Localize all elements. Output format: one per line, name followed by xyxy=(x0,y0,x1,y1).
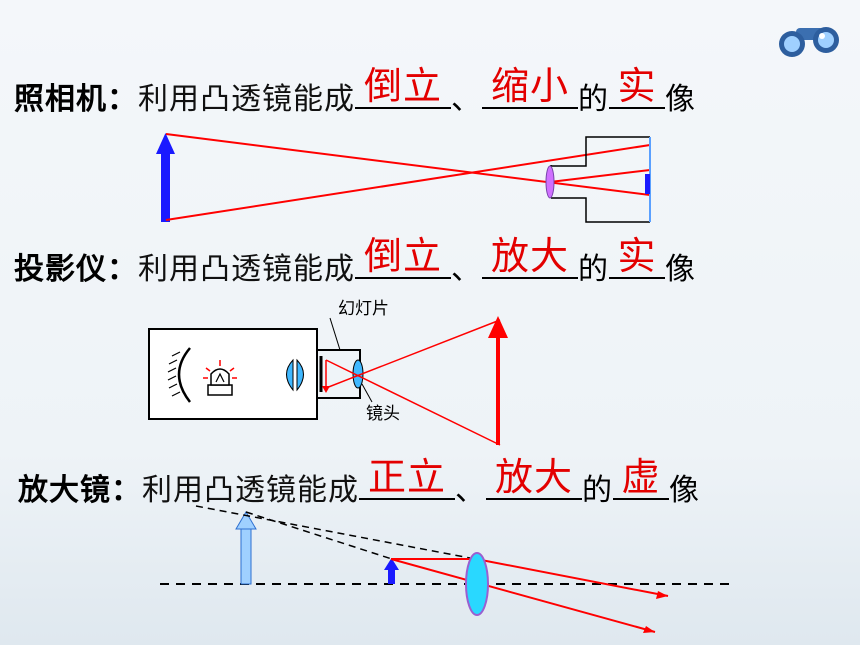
magnifier-text: 利用凸透镜能成 xyxy=(142,473,359,508)
projector-blank-3: 实 xyxy=(609,237,665,279)
projector-blank-2: 放大 xyxy=(482,237,578,279)
camera-body-top xyxy=(550,136,650,167)
projector-answer-3: 实 xyxy=(617,234,657,278)
projector-ray-2 xyxy=(325,319,501,389)
magnifier-line: 放大镜：利用凸透镜能成正立、放大的虚像 xyxy=(18,458,700,509)
projector-answer-2: 放大 xyxy=(490,234,569,278)
camera-ray-3 xyxy=(549,169,651,183)
magnifier-lead: 放大镜： xyxy=(18,473,142,508)
camera-object-arrow xyxy=(161,152,170,222)
lamp-icon xyxy=(203,360,237,396)
projector-blank-1: 倒立 xyxy=(355,237,451,279)
projector-line: 投影仪：利用凸透镜能成倒立、放大的实像 xyxy=(14,237,696,288)
camera-ray-2 xyxy=(165,144,651,221)
camera-blank-1: 倒立 xyxy=(355,67,451,109)
magnifier-suffix: 像 xyxy=(669,473,700,508)
camera-blank-3: 实 xyxy=(609,67,665,109)
magnifier-blank-3: 虚 xyxy=(613,458,669,500)
reflector-mirror xyxy=(177,347,191,403)
projector-text: 利用凸透镜能成 xyxy=(138,252,355,287)
camera-text: 利用凸透镜能成 xyxy=(138,82,355,117)
magnifier-blank-1: 正立 xyxy=(359,458,455,500)
lens-label: 镜头 xyxy=(366,404,400,424)
slide-label: 幻灯片 xyxy=(338,299,389,319)
camera-body-bottom xyxy=(551,197,650,223)
camera-lead: 照相机： xyxy=(14,82,138,117)
magnifier-object xyxy=(388,568,395,584)
projector-sep-1: 、 xyxy=(451,252,482,287)
projector-answer-1: 倒立 xyxy=(363,234,442,278)
magnifier-answer-3: 虚 xyxy=(621,455,661,499)
camera-answer-1: 倒立 xyxy=(363,64,442,108)
camera-answer-2: 缩小 xyxy=(490,64,569,108)
camera-ray-1 xyxy=(165,133,651,196)
projector-sep-2: 的 xyxy=(578,252,609,287)
magnifier-sep-1: 、 xyxy=(455,473,486,508)
camera-answer-3: 实 xyxy=(617,64,657,108)
magnifier-sep-2: 的 xyxy=(582,473,613,508)
binoculars-icon xyxy=(778,18,842,66)
virtual-ray-1 xyxy=(195,505,471,559)
projector-suffix: 像 xyxy=(665,252,696,287)
camera-image xyxy=(645,174,650,194)
virtual-ray-2 xyxy=(245,511,396,561)
camera-blank-2: 缩小 xyxy=(482,67,578,109)
virtual-image xyxy=(240,526,252,585)
magnifier-lens xyxy=(465,552,489,616)
projector-ray-1 xyxy=(325,359,501,446)
camera-suffix: 像 xyxy=(665,82,696,117)
camera-lens xyxy=(545,165,555,199)
magnifier-blank-2: 放大 xyxy=(486,458,582,500)
camera-line: 照相机：利用凸透镜能成倒立、缩小的实像 xyxy=(14,67,696,118)
camera-object-arrowhead xyxy=(156,133,175,154)
condenser-lens-2 xyxy=(296,358,304,392)
magnifier-answer-1: 正立 xyxy=(367,455,446,499)
camera-sep-1: 、 xyxy=(451,82,482,117)
camera-sep-2: 的 xyxy=(578,82,609,117)
refracted-ray-1 xyxy=(475,558,669,597)
projector-lead: 投影仪： xyxy=(14,252,138,287)
refracted-ray-2 xyxy=(390,558,656,633)
magnifier-answer-2: 放大 xyxy=(494,455,573,499)
condenser-lens-1 xyxy=(286,358,294,392)
